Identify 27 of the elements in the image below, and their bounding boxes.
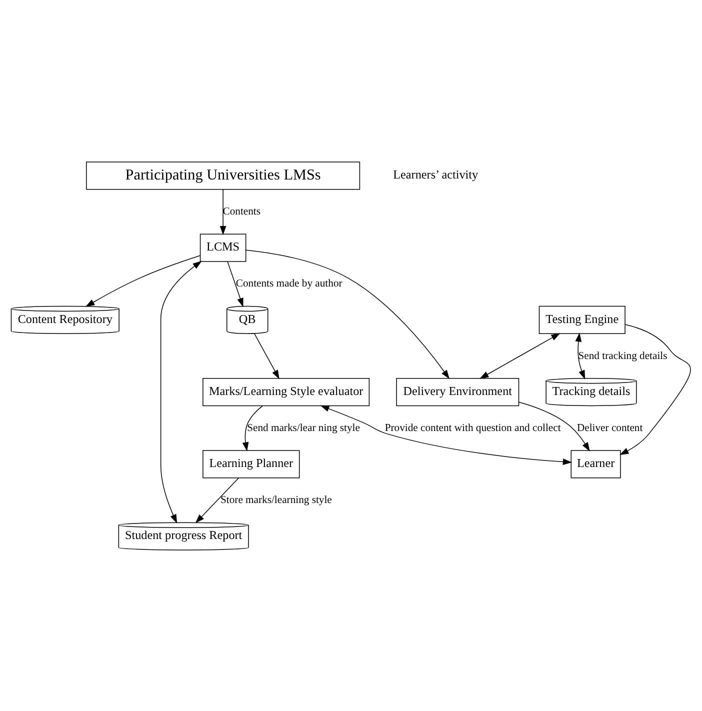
arrow — [480, 332, 560, 378]
label: Learners’ activity — [393, 167, 478, 182]
edge-label: Deliver content — [576, 422, 643, 434]
node-box: Learning Planner — [202, 450, 300, 478]
arrow — [620, 324, 691, 455]
edge-label: Provide content with question and collect — [384, 422, 561, 434]
edge-label: Send marks/lear ning style — [247, 422, 360, 434]
arrow — [518, 401, 590, 451]
node-box: Delivery Environment — [396, 378, 520, 406]
arrow — [246, 249, 450, 379]
arrow — [160, 260, 202, 523]
edge-label: Contents made by author — [236, 278, 342, 290]
node-box: Learner — [570, 450, 621, 478]
edge-label: Send tracking details — [578, 350, 668, 362]
node-box: Marks/Learning Style evaluator — [202, 378, 370, 406]
arrow — [195, 477, 240, 523]
arrow — [254, 332, 280, 379]
arrow — [575, 332, 586, 379]
arrow — [86, 254, 200, 306]
edge-label: Store marks/learning style — [220, 494, 332, 506]
node-box: LCMS — [200, 233, 246, 262]
arrow — [320, 404, 572, 464]
node-box: Participating Universities LMSs — [86, 161, 360, 190]
node-box: Testing Engine — [538, 305, 626, 334]
arrow — [227, 260, 244, 307]
arrow — [220, 188, 226, 235]
arrow — [242, 404, 264, 451]
